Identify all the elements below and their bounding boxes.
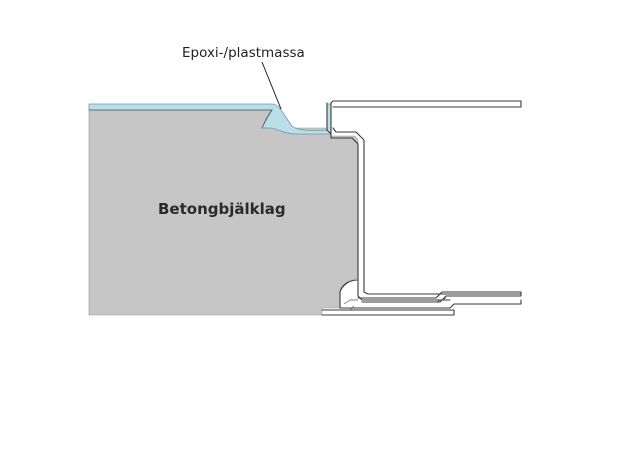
edge-profile-web: [330, 133, 451, 301]
base-plate-detail: [343, 297, 447, 311]
bottom-sill-upper: [357, 291, 522, 303]
bottom-profile: [339, 279, 359, 309]
epoxy-leader-line: [261, 61, 282, 110]
bottom-sill-lower: [339, 299, 522, 309]
edge-profile-top: [326, 102, 332, 135]
base-plate: [321, 309, 455, 316]
concrete-label: Betongbjälklag: [158, 200, 286, 218]
edge-profile-flange: [330, 100, 522, 108]
edge-profile-web-inner: [332, 127, 522, 295]
epoxy-label: Epoxi-/plastmassa: [182, 45, 305, 61]
slab-top-edge: [89, 109, 273, 129]
